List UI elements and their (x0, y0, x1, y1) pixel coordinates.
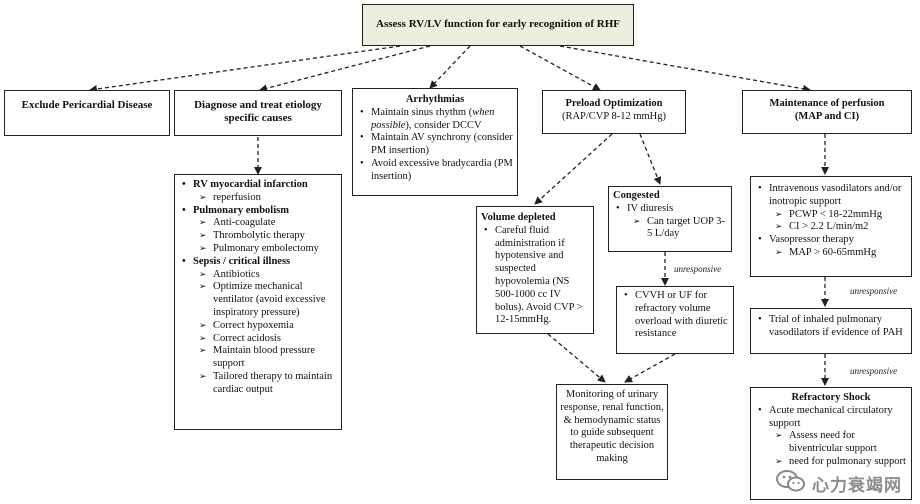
refractory-title: Refractory Shock (791, 392, 871, 403)
diagnose-title: Diagnose and treat etiology specific cau… (194, 99, 322, 125)
watermark-text: 心力衰竭网 (812, 476, 902, 496)
congested-box: Congested IV diuresis Can target UOP 3-5… (608, 186, 732, 252)
etiology-heading: Sepsis / critical illness (179, 256, 337, 269)
refractory-box: Refractory Shock Acute mechanical circul… (750, 387, 912, 500)
vasodilators-item-2: Vasopressor therapy (755, 234, 907, 247)
volume-depleted-text: Careful fluid administration if hypotens… (481, 225, 589, 327)
exclude-title: Exclude Pericardial Disease (21, 99, 153, 111)
unresponsive-label-vasodilators: unresponsive (850, 286, 898, 296)
etiology-subitem: Pulmonary embolectomy (179, 243, 337, 256)
preload-title: Preload Optimization (565, 98, 663, 109)
arrow-preload-volume (534, 133, 613, 205)
etiology-box: RV myocardial infarctionreperfusionPulmo… (174, 174, 342, 430)
arrow-root-perfusion (559, 45, 811, 93)
preload-subtitle: (RAP/CVP 8-12 mmHg) (561, 110, 667, 122)
monitoring-text: Monitoring of urinary response, renal fu… (560, 389, 664, 464)
vasodilators-item-1: Intravenous vasodilators and/or inotropi… (755, 183, 907, 209)
etiology-heading: RV myocardial infarction (179, 179, 337, 192)
refractory-item: Acute mechanical circulatory support (755, 405, 907, 431)
etiology-subitem: Correct acidosis (179, 333, 337, 346)
vasodilators-sub-pcwp: PCWP < 18-22mmHg (755, 209, 907, 222)
unresponsive-label-inhaled: unresponsive (850, 366, 898, 376)
arrow-root-diagnose (259, 45, 431, 93)
refractory-sub-pulmonary: need for pulmonary support (755, 456, 907, 469)
unresponsive-label-congested: unresponsive (674, 264, 722, 274)
etiology-list: RV myocardial infarctionreperfusionPulmo… (179, 179, 337, 397)
cvvh-text: CVVH or UF for refractory volume overloa… (621, 290, 729, 341)
congested-item: IV diuresis (613, 203, 727, 216)
arrow-root-exclude (89, 45, 401, 93)
congested-title: Congested (613, 190, 660, 201)
arrhythmias-box: Arrhythmias Maintain sinus rhythm (when … (352, 88, 518, 196)
etiology-subitem: Maintain blood pressure support (179, 345, 337, 371)
arrow-root-preload (519, 45, 601, 91)
etiology-subitem: reperfusion (179, 192, 337, 205)
perfusion-subtitle: (MAP and CI) (794, 110, 860, 122)
list-item: Avoid excessive bradycardia (PM insertio… (357, 158, 513, 184)
vasodilators-sub-ci: CI > 2.2 L/min/m2 (755, 221, 907, 234)
exclude-box: Exclude Pericardial Disease (4, 90, 170, 136)
etiology-subitem: Antibiotics (179, 269, 337, 282)
vasodilators-box: Intravenous vasodilators and/or inotropi… (750, 176, 912, 277)
volume-depleted-title: Volume depleted (481, 212, 556, 223)
arrhythmias-title: Arrhythmias (405, 94, 465, 105)
arrow-preload-congested (639, 133, 662, 185)
arrow-cvvh-monitoring (624, 353, 676, 383)
root-box: Assess RV/LV function for early recognit… (362, 4, 634, 46)
etiology-subitem: Correct hypoxemia (179, 320, 337, 333)
arrow-root-arrhythmias (429, 45, 471, 89)
cvvh-box: CVVH or UF for refractory volume overloa… (616, 286, 734, 354)
arrow-volume-monitoring (547, 333, 606, 383)
perfusion-title: Maintenance of perfusion (769, 98, 885, 109)
volume-depleted-box: Volume depleted Careful fluid administra… (476, 206, 594, 334)
congested-subitem: Can target UOP 3-5 L/day (613, 216, 727, 242)
root-title: Assess RV/LV function for early recognit… (376, 18, 620, 30)
inhaled-box: Trial of inhaled pulmonary vasodilators … (750, 308, 912, 354)
vasodilators-sub-map: MAP > 60-65mmHg (755, 247, 907, 260)
wechat-icon (776, 470, 805, 492)
monitoring-box: Monitoring of urinary response, renal fu… (556, 384, 668, 480)
etiology-subitem: Optimize mechanical ventilator (avoid ex… (179, 281, 337, 319)
arrhythmias-list: Maintain sinus rhythm (when possible), c… (357, 107, 513, 184)
list-item: Maintain sinus rhythm (when possible), c… (357, 107, 513, 133)
etiology-subitem: Thrombolytic therapy (179, 230, 337, 243)
refractory-sub-biventricular: Assess need for biventricular support (755, 430, 907, 456)
diagnose-box: Diagnose and treat etiology specific cau… (174, 90, 342, 136)
list-item: Maintain AV synchrony (consider PM inser… (357, 132, 513, 158)
perfusion-box: Maintenance of perfusion (MAP and CI) (742, 90, 912, 134)
etiology-heading: Pulmonary embolism (179, 205, 337, 218)
preload-box: Preload Optimization (RAP/CVP 8-12 mmHg) (542, 90, 686, 134)
etiology-subitem: Tailored therapy to maintain cardiac out… (179, 371, 337, 397)
etiology-subitem: Anti-coagulate (179, 217, 337, 230)
inhaled-text: Trial of inhaled pulmonary vasodilators … (755, 314, 907, 340)
watermark: 心力衰竭网 (776, 470, 902, 496)
